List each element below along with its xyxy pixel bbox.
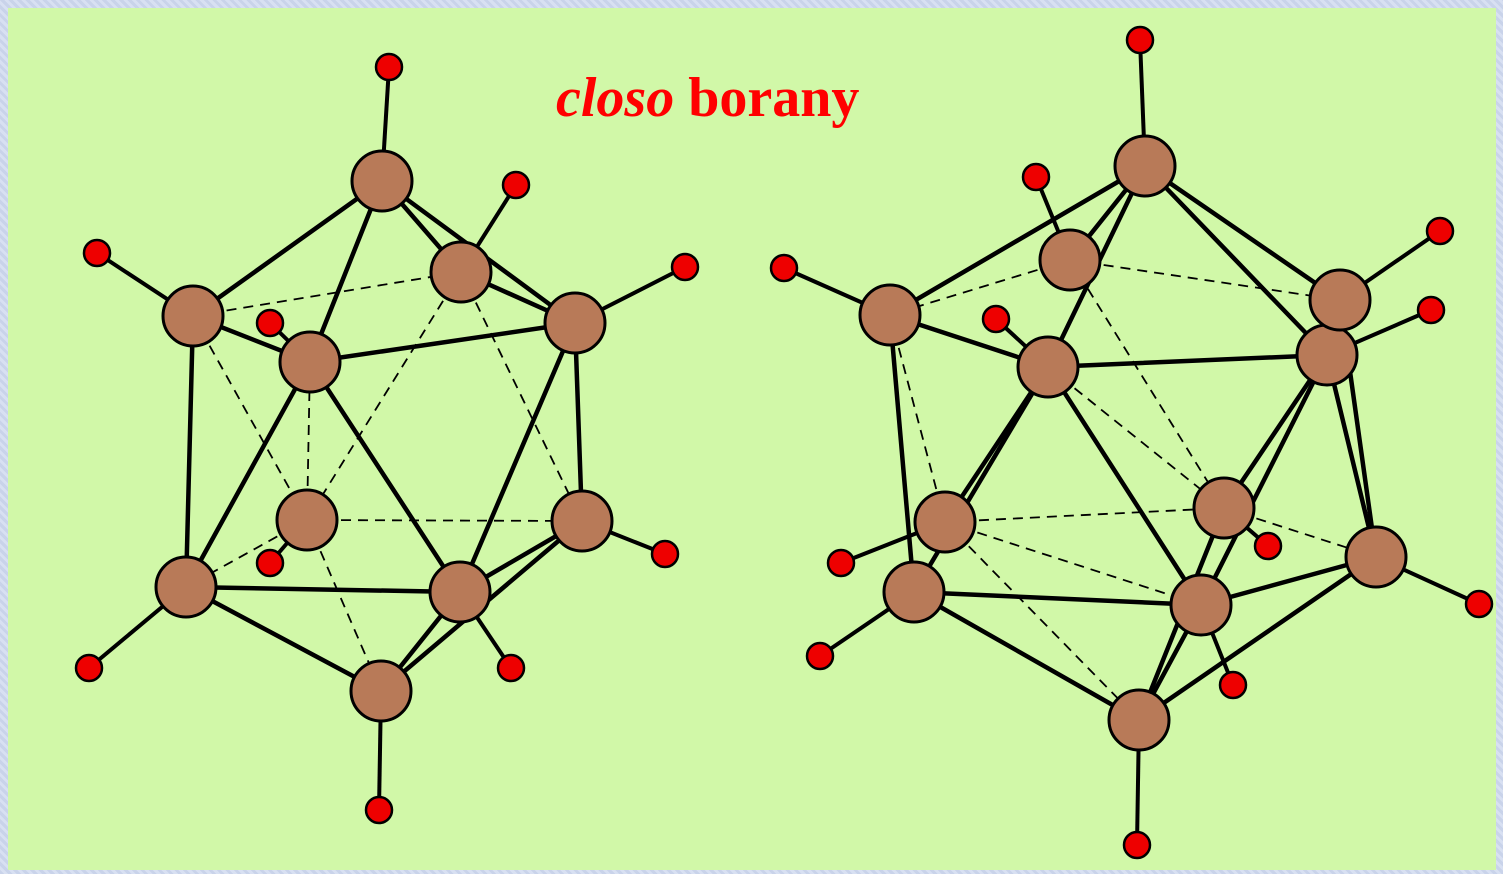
hydrogen-atom [74,653,104,683]
hydrogen-atom [1021,162,1051,192]
hydrogen-atom [364,795,394,825]
boron-atom [1295,323,1359,387]
right-cage-edge [887,312,917,595]
boron-atom [1038,228,1102,292]
hydrogen-atom [255,308,285,338]
hydrogen-atom [496,653,526,683]
right-hidden-edge [944,521,1202,606]
right-cage-edge [1045,352,1330,370]
left-cage-edge [457,320,578,595]
hydrogen-atom [1253,531,1283,561]
right-borane-cluster [769,25,1494,860]
hydrogen-atom [501,170,531,200]
left-hidden-edge [192,271,462,317]
boron-atom [1113,134,1177,198]
page-title: closo borany [556,70,859,126]
boron-atom [349,659,413,723]
hydrogen-atom [374,52,404,82]
hydrogen-atom [981,304,1011,334]
right-cage-edge [911,364,1051,595]
boron-atom [550,489,614,553]
boron-atom [278,330,342,394]
boron-atom [882,560,946,624]
boron-atom [275,488,339,552]
hydrogen-atom [650,539,680,569]
boron-atom [429,240,493,304]
right-hidden-edge [1047,366,1225,509]
boron-atom [1016,335,1080,399]
boron-atom [1107,688,1171,752]
left-cage-edge [307,359,463,595]
left-hidden-edge [192,315,308,521]
title-prefix: closo [556,67,675,129]
left-cage-edge [307,178,385,365]
boron-atom [1192,476,1256,540]
right-cage-edge [1324,352,1379,560]
boron-atom [1169,573,1233,637]
hydrogen-atom [255,548,285,578]
left-borane-cluster [74,52,700,825]
boron-atom [913,490,977,554]
boron-atom [543,291,607,355]
right-hidden-edge [1069,259,1341,301]
hydrogen-atom [670,252,700,282]
right-hidden-edge [1069,259,1225,509]
left-hidden-edge [460,271,583,522]
boron-atom [858,283,922,347]
right-cage-edge [911,589,1204,608]
hydrogen-atom [826,548,856,578]
right-cage-edge [1142,163,1330,358]
hydrogen-atom [1416,295,1446,325]
right-cage-edge [887,163,1148,318]
boron-atom [1344,525,1408,589]
boron-atom [1308,268,1372,332]
boron-atom [161,284,225,348]
right-cage-edge [911,589,1142,723]
left-cage-edge [190,178,385,319]
boron-atom [154,555,218,619]
hydrogen-atom [82,238,112,268]
hydrogen-atom [1218,670,1248,700]
boron-atom [350,149,414,213]
hydrogen-atom [1122,830,1152,860]
hydrogen-atom [805,641,835,671]
right-hidden-edge [944,507,1225,523]
left-cage-edge [183,584,384,694]
right-cage-edge [1136,554,1379,723]
right-hidden-edge [944,521,1140,721]
right-cage-edge [1142,163,1343,303]
left-cage-edge [183,359,313,590]
right-hidden-edge [889,314,946,523]
hydrogen-atom [769,253,799,283]
left-cage-edge [307,320,578,365]
left-hidden-edge [306,519,583,522]
right-cage-edge [1045,364,1204,608]
left-cage-edge [572,320,585,524]
right-cage-edge [1198,352,1330,608]
diagram-panel [8,8,1496,870]
hydrogen-atom [1425,216,1455,246]
left-hidden-edge [306,271,462,521]
title-text: borany [688,67,860,129]
left-cage-edge [183,584,463,595]
hydrogen-atom [1125,25,1155,55]
hydrogen-atom [1464,589,1494,619]
left-cage-edge [183,313,196,590]
boron-atom [428,560,492,624]
